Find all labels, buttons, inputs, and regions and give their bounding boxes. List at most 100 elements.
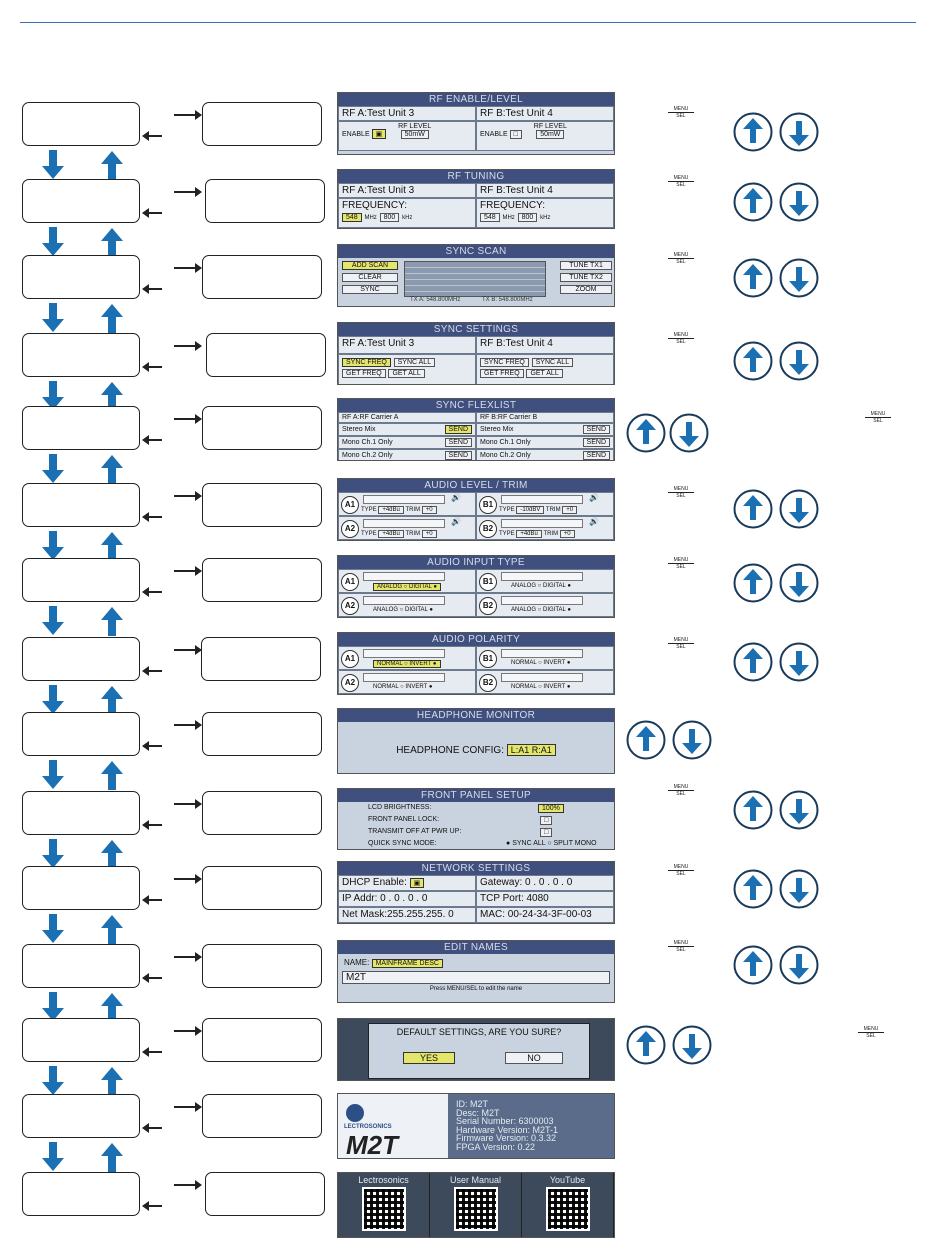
option-normal[interactable]: NORMAL bbox=[373, 684, 399, 690]
down-button-icon[interactable] bbox=[779, 790, 819, 830]
down-button-icon[interactable] bbox=[779, 642, 819, 682]
ip-field[interactable]: IP Addr: 0 . 0 . 0 . 0 bbox=[338, 891, 476, 907]
up-button-icon[interactable] bbox=[733, 642, 773, 682]
down-button-icon[interactable] bbox=[779, 945, 819, 985]
qr-code-icon[interactable] bbox=[453, 1187, 498, 1231]
speaker-icon[interactable]: 🔊 bbox=[589, 493, 599, 502]
get-freq-b-button[interactable]: GET FREQ bbox=[480, 369, 524, 378]
get-all-a-button[interactable]: GET ALL bbox=[388, 369, 425, 378]
option-normal[interactable]: NORMAL bbox=[511, 660, 537, 666]
sync-all-a-button[interactable]: SYNC ALL bbox=[393, 358, 436, 367]
up-button-icon[interactable] bbox=[733, 790, 773, 830]
option-analog[interactable]: ANALOG bbox=[377, 584, 403, 590]
speaker-icon[interactable]: 🔊 bbox=[451, 517, 461, 526]
option-normal[interactable]: NORMAL bbox=[511, 684, 537, 690]
option-digital[interactable]: DIGITAL bbox=[408, 584, 432, 590]
option-analog[interactable]: ANALOG bbox=[511, 583, 537, 589]
option-invert[interactable]: INVERT bbox=[409, 661, 432, 667]
quick-sync-options[interactable]: ● SYNC ALL ○ SPLIT MONO bbox=[506, 840, 597, 847]
up-button-icon[interactable] bbox=[733, 112, 773, 152]
net-mask-field[interactable]: Net Mask:255.255.255. 0 bbox=[338, 907, 476, 923]
type-select[interactable]: -10dBV bbox=[516, 506, 545, 514]
down-button-icon[interactable] bbox=[779, 112, 819, 152]
send-button[interactable]: SEND bbox=[582, 438, 610, 447]
sync-all-option[interactable]: SYNC ALL bbox=[512, 840, 546, 847]
up-button-icon[interactable] bbox=[733, 489, 773, 529]
qr-code-icon[interactable] bbox=[361, 1187, 406, 1231]
option-digital[interactable]: DIGITAL bbox=[542, 607, 566, 613]
up-button-icon[interactable] bbox=[733, 945, 773, 985]
type-select[interactable]: +4dBu bbox=[516, 530, 542, 538]
sync-button[interactable]: SYNC bbox=[342, 285, 398, 294]
send-button[interactable]: SEND bbox=[444, 425, 472, 434]
option-analog[interactable]: ANALOG bbox=[511, 607, 537, 613]
option-invert[interactable]: INVERT bbox=[543, 660, 566, 666]
rf-a-level-select[interactable]: 50mW bbox=[400, 130, 429, 139]
get-all-b-button[interactable]: GET ALL bbox=[526, 369, 563, 378]
up-button-icon[interactable] bbox=[733, 563, 773, 603]
trim-select[interactable]: +0 bbox=[421, 506, 437, 514]
name-text-field[interactable]: M2T bbox=[342, 971, 610, 984]
up-button-icon[interactable] bbox=[626, 413, 666, 453]
rf-a-khz-field[interactable]: 800 bbox=[379, 213, 400, 222]
speaker-icon[interactable]: 🔊 bbox=[589, 517, 599, 526]
option-digital[interactable]: DIGITAL bbox=[404, 607, 428, 613]
tune-tx2-button[interactable]: TUNE TX2 bbox=[560, 273, 612, 282]
option-normal[interactable]: NORMAL bbox=[377, 661, 403, 667]
sync-all-b-button[interactable]: SYNC ALL bbox=[531, 358, 574, 367]
down-button-icon[interactable] bbox=[669, 413, 709, 453]
rf-b-level-select[interactable]: 50mW bbox=[536, 130, 565, 139]
transmit-off-checkbox[interactable]: □ bbox=[540, 828, 553, 837]
rf-b-mhz-field[interactable]: 548 bbox=[480, 213, 500, 222]
up-button-icon[interactable] bbox=[733, 341, 773, 381]
option-invert[interactable]: INVERT bbox=[543, 684, 566, 690]
rf-b-khz-field[interactable]: 800 bbox=[517, 213, 538, 222]
tcp-port-field[interactable]: TCP Port: 4080 bbox=[476, 891, 614, 907]
down-button-icon[interactable] bbox=[779, 563, 819, 603]
qr-code-icon[interactable] bbox=[545, 1187, 590, 1231]
down-button-icon[interactable] bbox=[779, 258, 819, 298]
name-select[interactable]: MAINFRAME DESC bbox=[371, 959, 443, 968]
yes-button[interactable]: YES bbox=[403, 1052, 455, 1064]
down-button-icon[interactable] bbox=[779, 341, 819, 381]
up-button-icon[interactable] bbox=[733, 182, 773, 222]
clear-button[interactable]: CLEAR bbox=[342, 273, 398, 282]
sync-freq-a-button[interactable]: SYNC FREQ bbox=[342, 358, 391, 367]
trim-select[interactable]: +0 bbox=[421, 530, 437, 538]
brightness-select[interactable]: 100% bbox=[538, 804, 564, 813]
headphone-config-select[interactable]: L:A1 R:A1 bbox=[506, 744, 556, 756]
speaker-icon[interactable]: 🔊 bbox=[451, 493, 461, 502]
dhcp-checkbox[interactable]: ▣ bbox=[409, 878, 425, 888]
gateway-field[interactable]: Gateway: 0 . 0 . 0 . 0 bbox=[476, 875, 614, 891]
rf-a-mhz-field[interactable]: 548 bbox=[342, 213, 362, 222]
send-button[interactable]: SEND bbox=[582, 425, 610, 434]
add-scan-button[interactable]: ADD SCAN bbox=[342, 261, 398, 270]
down-button-icon[interactable] bbox=[779, 489, 819, 529]
down-button-icon[interactable] bbox=[672, 720, 712, 760]
zoom-button[interactable]: ZOOM bbox=[560, 285, 612, 294]
type-select[interactable]: +4dBu bbox=[378, 530, 404, 538]
get-freq-a-button[interactable]: GET FREQ bbox=[342, 369, 386, 378]
trim-select[interactable]: +0 bbox=[562, 506, 578, 514]
option-analog[interactable]: ANALOG bbox=[373, 607, 399, 613]
send-button[interactable]: SEND bbox=[444, 451, 472, 460]
rf-b-enable-checkbox[interactable]: □ bbox=[509, 130, 522, 139]
send-button[interactable]: SEND bbox=[444, 438, 472, 447]
option-digital[interactable]: DIGITAL bbox=[542, 583, 566, 589]
down-button-icon[interactable] bbox=[672, 1025, 712, 1065]
trim-select[interactable]: +0 bbox=[559, 530, 575, 538]
up-button-icon[interactable] bbox=[626, 1025, 666, 1065]
type-select[interactable]: +4dBu bbox=[378, 506, 404, 514]
lock-checkbox[interactable]: □ bbox=[540, 816, 553, 825]
